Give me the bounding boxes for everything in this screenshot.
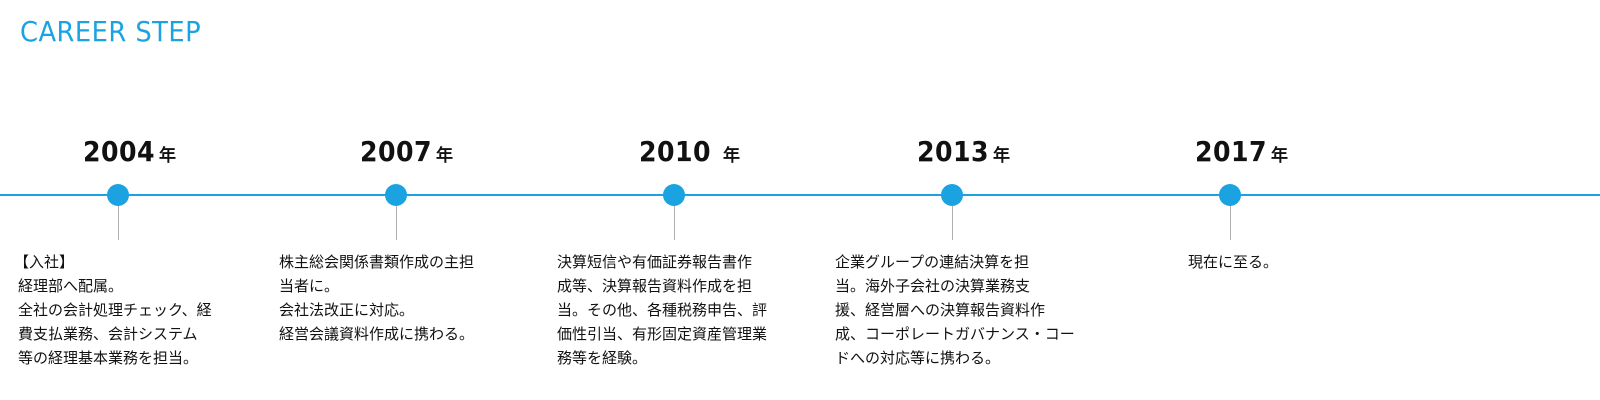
year-number: 2017 bbox=[1195, 135, 1267, 168]
description-line: 成、コーポレートガバナンス・コー bbox=[835, 325, 1075, 343]
timeline-stem bbox=[118, 206, 119, 240]
description-line: 会社法改正に対応。 bbox=[279, 301, 415, 319]
timeline-year-2010: 2010 年 bbox=[639, 138, 740, 166]
timeline-stem bbox=[674, 206, 675, 240]
description-line: 【入社】 bbox=[14, 253, 75, 271]
timeline-dot bbox=[385, 184, 407, 206]
description-line: 全社の会計処理チェック、経 bbox=[18, 301, 212, 319]
timeline-stem bbox=[952, 206, 953, 240]
year-suffix: 年 bbox=[158, 146, 176, 166]
timeline-line bbox=[0, 194, 1600, 196]
timeline-dot bbox=[107, 184, 129, 206]
page-title: CAREER STEP bbox=[20, 15, 202, 48]
timeline-stem bbox=[1230, 206, 1231, 240]
timeline-description: 現在に至る。 bbox=[1188, 250, 1278, 274]
description-line: 当。海外子会社の決算業務支 bbox=[835, 277, 1031, 295]
timeline-description: 決算短信や有価証券報告書作 成等、決算報告資料作成を担 当。その他、各種税務申告… bbox=[557, 250, 767, 370]
year-suffix: 年 bbox=[1270, 146, 1288, 166]
timeline-dot bbox=[941, 184, 963, 206]
description-line: 決算短信や有価証券報告書作 bbox=[557, 253, 753, 271]
description-line: 株主総会関係書類作成の主担 bbox=[279, 253, 475, 271]
description-line: 成等、決算報告資料作成を担 bbox=[557, 277, 753, 295]
year-suffix: 年 bbox=[435, 146, 453, 166]
description-line: ドへの対応等に携わる。 bbox=[835, 349, 1001, 367]
description-line: 当者に。 bbox=[279, 277, 340, 295]
timeline-dot bbox=[663, 184, 685, 206]
timeline-dot bbox=[1219, 184, 1241, 206]
description-line: 経営会議資料作成に携わる。 bbox=[279, 325, 475, 343]
year-number: 2004 bbox=[83, 135, 155, 168]
year-number: 2007 bbox=[360, 135, 432, 168]
description-line: 当。その他、各種税務申告、評 bbox=[557, 301, 768, 319]
year-suffix: 年 bbox=[722, 146, 740, 166]
description-line: 価性引当、有形固定資産管理業 bbox=[557, 325, 768, 343]
description-line: 援、経営層への決算報告資料作 bbox=[835, 301, 1046, 319]
year-suffix: 年 bbox=[992, 146, 1010, 166]
timeline-description: 企業グループの連結決算を担 当。海外子会社の決算業務支 援、経営層への決算報告資… bbox=[835, 250, 1075, 370]
description-line: 等の経理基本業務を担当。 bbox=[18, 349, 199, 367]
timeline-description: 株主総会関係書類作成の主担 当者に。 会社法改正に対応。 経営会議資料作成に携わ… bbox=[279, 250, 474, 346]
timeline-stem bbox=[396, 206, 397, 240]
description-line: 企業グループの連結決算を担 bbox=[835, 253, 1030, 271]
year-number: 2010 bbox=[639, 135, 711, 168]
year-number: 2013 bbox=[917, 135, 989, 168]
description-line: 現在に至る。 bbox=[1188, 253, 1279, 271]
description-line: 費支払業務、会計システム bbox=[18, 325, 198, 343]
timeline-description: 【入社】 経理部へ配属。 全社の会計処理チェック、経 費支払業務、会計システム … bbox=[14, 250, 212, 370]
description-line: 経理部へ配属。 bbox=[18, 277, 124, 295]
description-line: 務等を経験。 bbox=[557, 349, 648, 367]
